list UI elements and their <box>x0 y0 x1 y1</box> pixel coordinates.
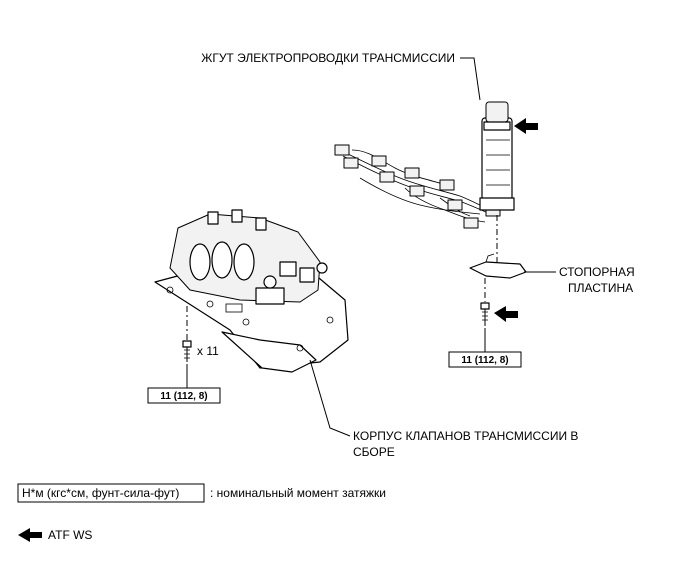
atf-ws-label: ATF WS <box>48 528 92 542</box>
valve-body-drawing <box>154 209 351 437</box>
torque-value-lock-plate: 11 (112, 8) <box>461 355 508 366</box>
valve-body-label-line1: КОРПУС КЛАПАНОВ ТРАНСМИССИИ В <box>353 429 578 443</box>
units-legend-box <box>17 483 205 503</box>
bolt-count-label: x 11 <box>197 344 219 358</box>
lock-plate-label-line2: ПЛАСТИНА <box>568 281 633 295</box>
lock-plate-label-line1: СТОПОРНАЯ <box>559 265 635 279</box>
torque-box-valve-body <box>147 387 221 404</box>
units-legend-description: : номинальный момент затяжки <box>210 486 386 500</box>
arrow-left-icon <box>494 306 518 322</box>
wire-harness-drawing <box>334 57 538 262</box>
arrow-left-icon <box>18 528 42 542</box>
valve-body-label-line2: СБОРЕ <box>353 445 395 459</box>
lock-plate-drawing <box>469 253 556 352</box>
arrow-left-icon <box>514 118 538 134</box>
torque-value-valve-body: 11 (112, 8) <box>160 391 207 402</box>
torque-box-lock-plate <box>448 351 522 368</box>
wire-harness-label: ЖГУТ ЭЛЕКТРОПРОВОДКИ ТРАНСМИССИИ <box>201 51 455 65</box>
units-legend-text: Н*м (кгс*см, фунт-сила-фут) <box>22 486 179 500</box>
